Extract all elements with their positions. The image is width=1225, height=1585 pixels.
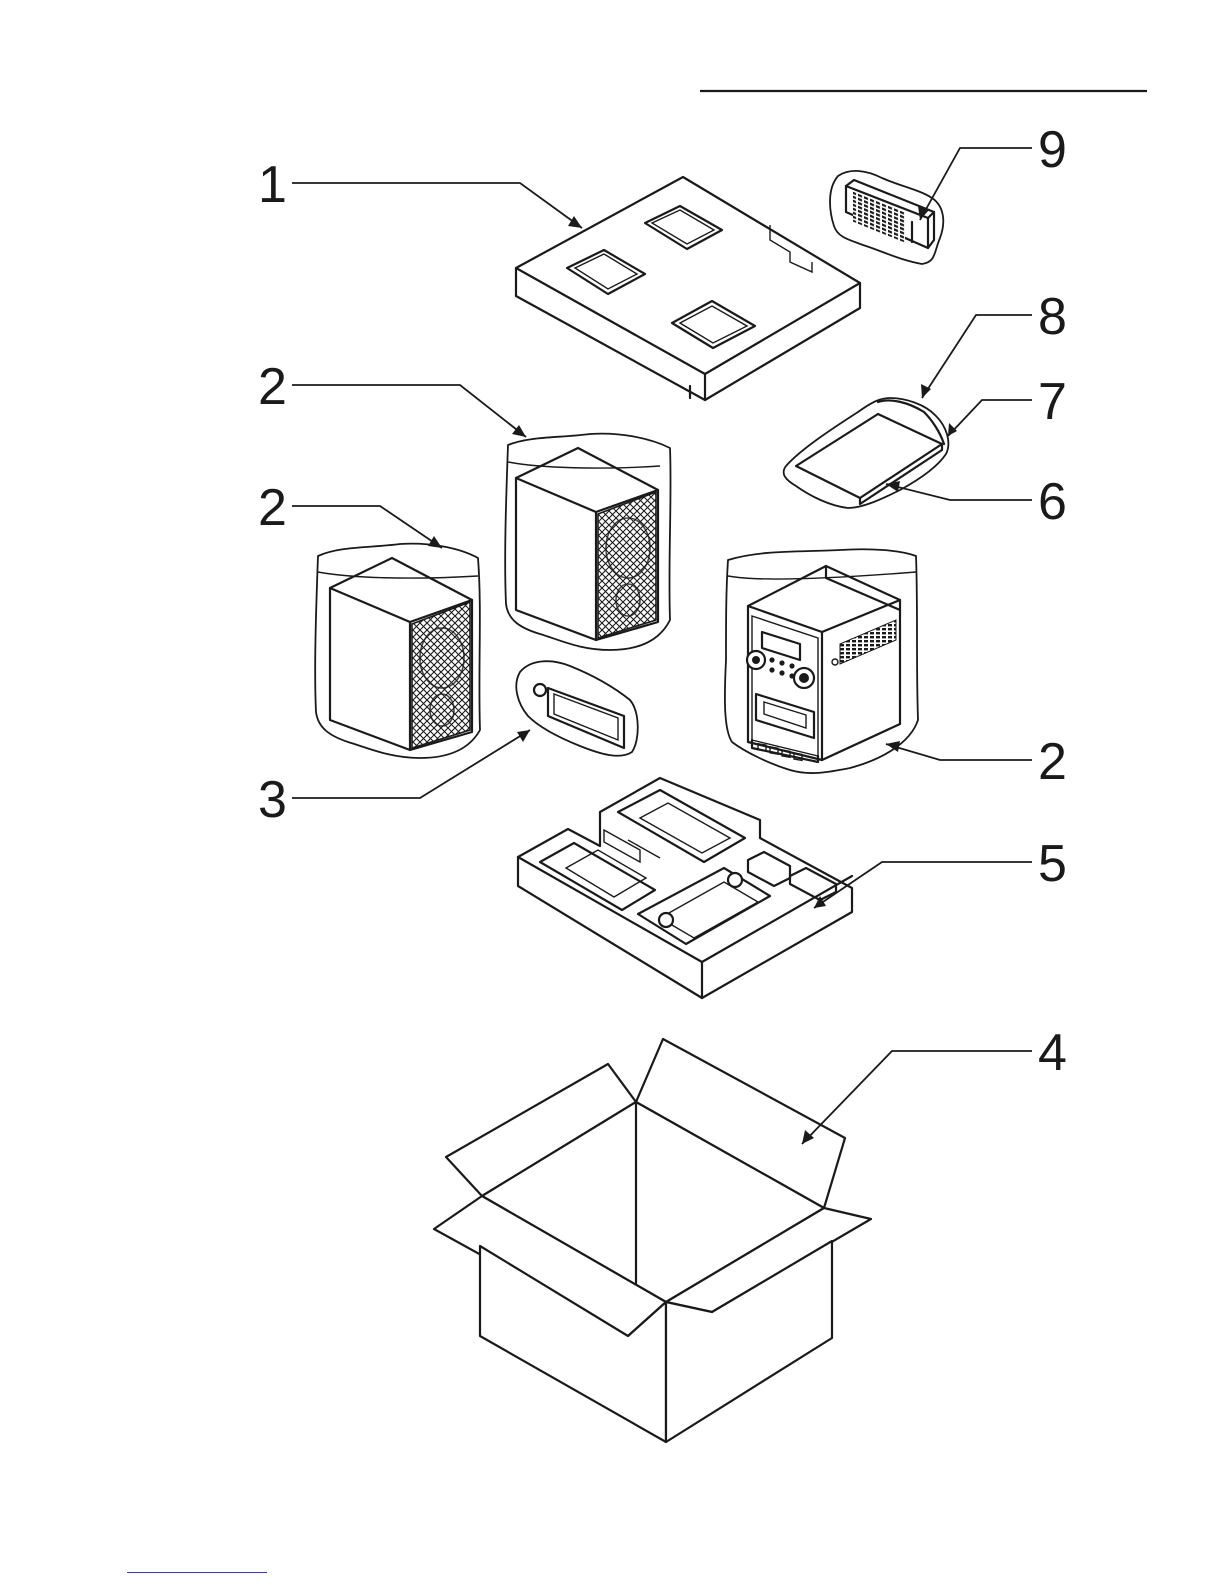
callout-4: 4	[1038, 1024, 1067, 1082]
antenna-bag	[516, 661, 637, 756]
footer-link-underline[interactable]	[127, 1572, 267, 1573]
callout-3: 3	[258, 771, 287, 829]
callout-1: 1	[258, 156, 287, 214]
bottom-foam-pad	[518, 778, 852, 998]
main-unit-bag	[725, 549, 918, 773]
callout-7: 7	[1038, 373, 1067, 431]
manual-bag	[784, 398, 949, 508]
callout-2-left-speaker: 2	[258, 479, 287, 537]
callout-6: 6	[1038, 473, 1067, 531]
callout-5: 5	[1038, 835, 1067, 893]
carton-box	[434, 1039, 871, 1442]
callout-9: 9	[1038, 121, 1067, 179]
callout-8: 8	[1038, 288, 1067, 346]
remote-control-bag	[830, 171, 943, 264]
top-foam-pad	[516, 177, 860, 400]
speaker-left-bag	[315, 544, 480, 758]
callout-2-main-unit: 2	[1038, 733, 1067, 791]
callout-2-center-speaker: 2	[258, 358, 287, 416]
speaker-center-bag	[505, 434, 670, 650]
